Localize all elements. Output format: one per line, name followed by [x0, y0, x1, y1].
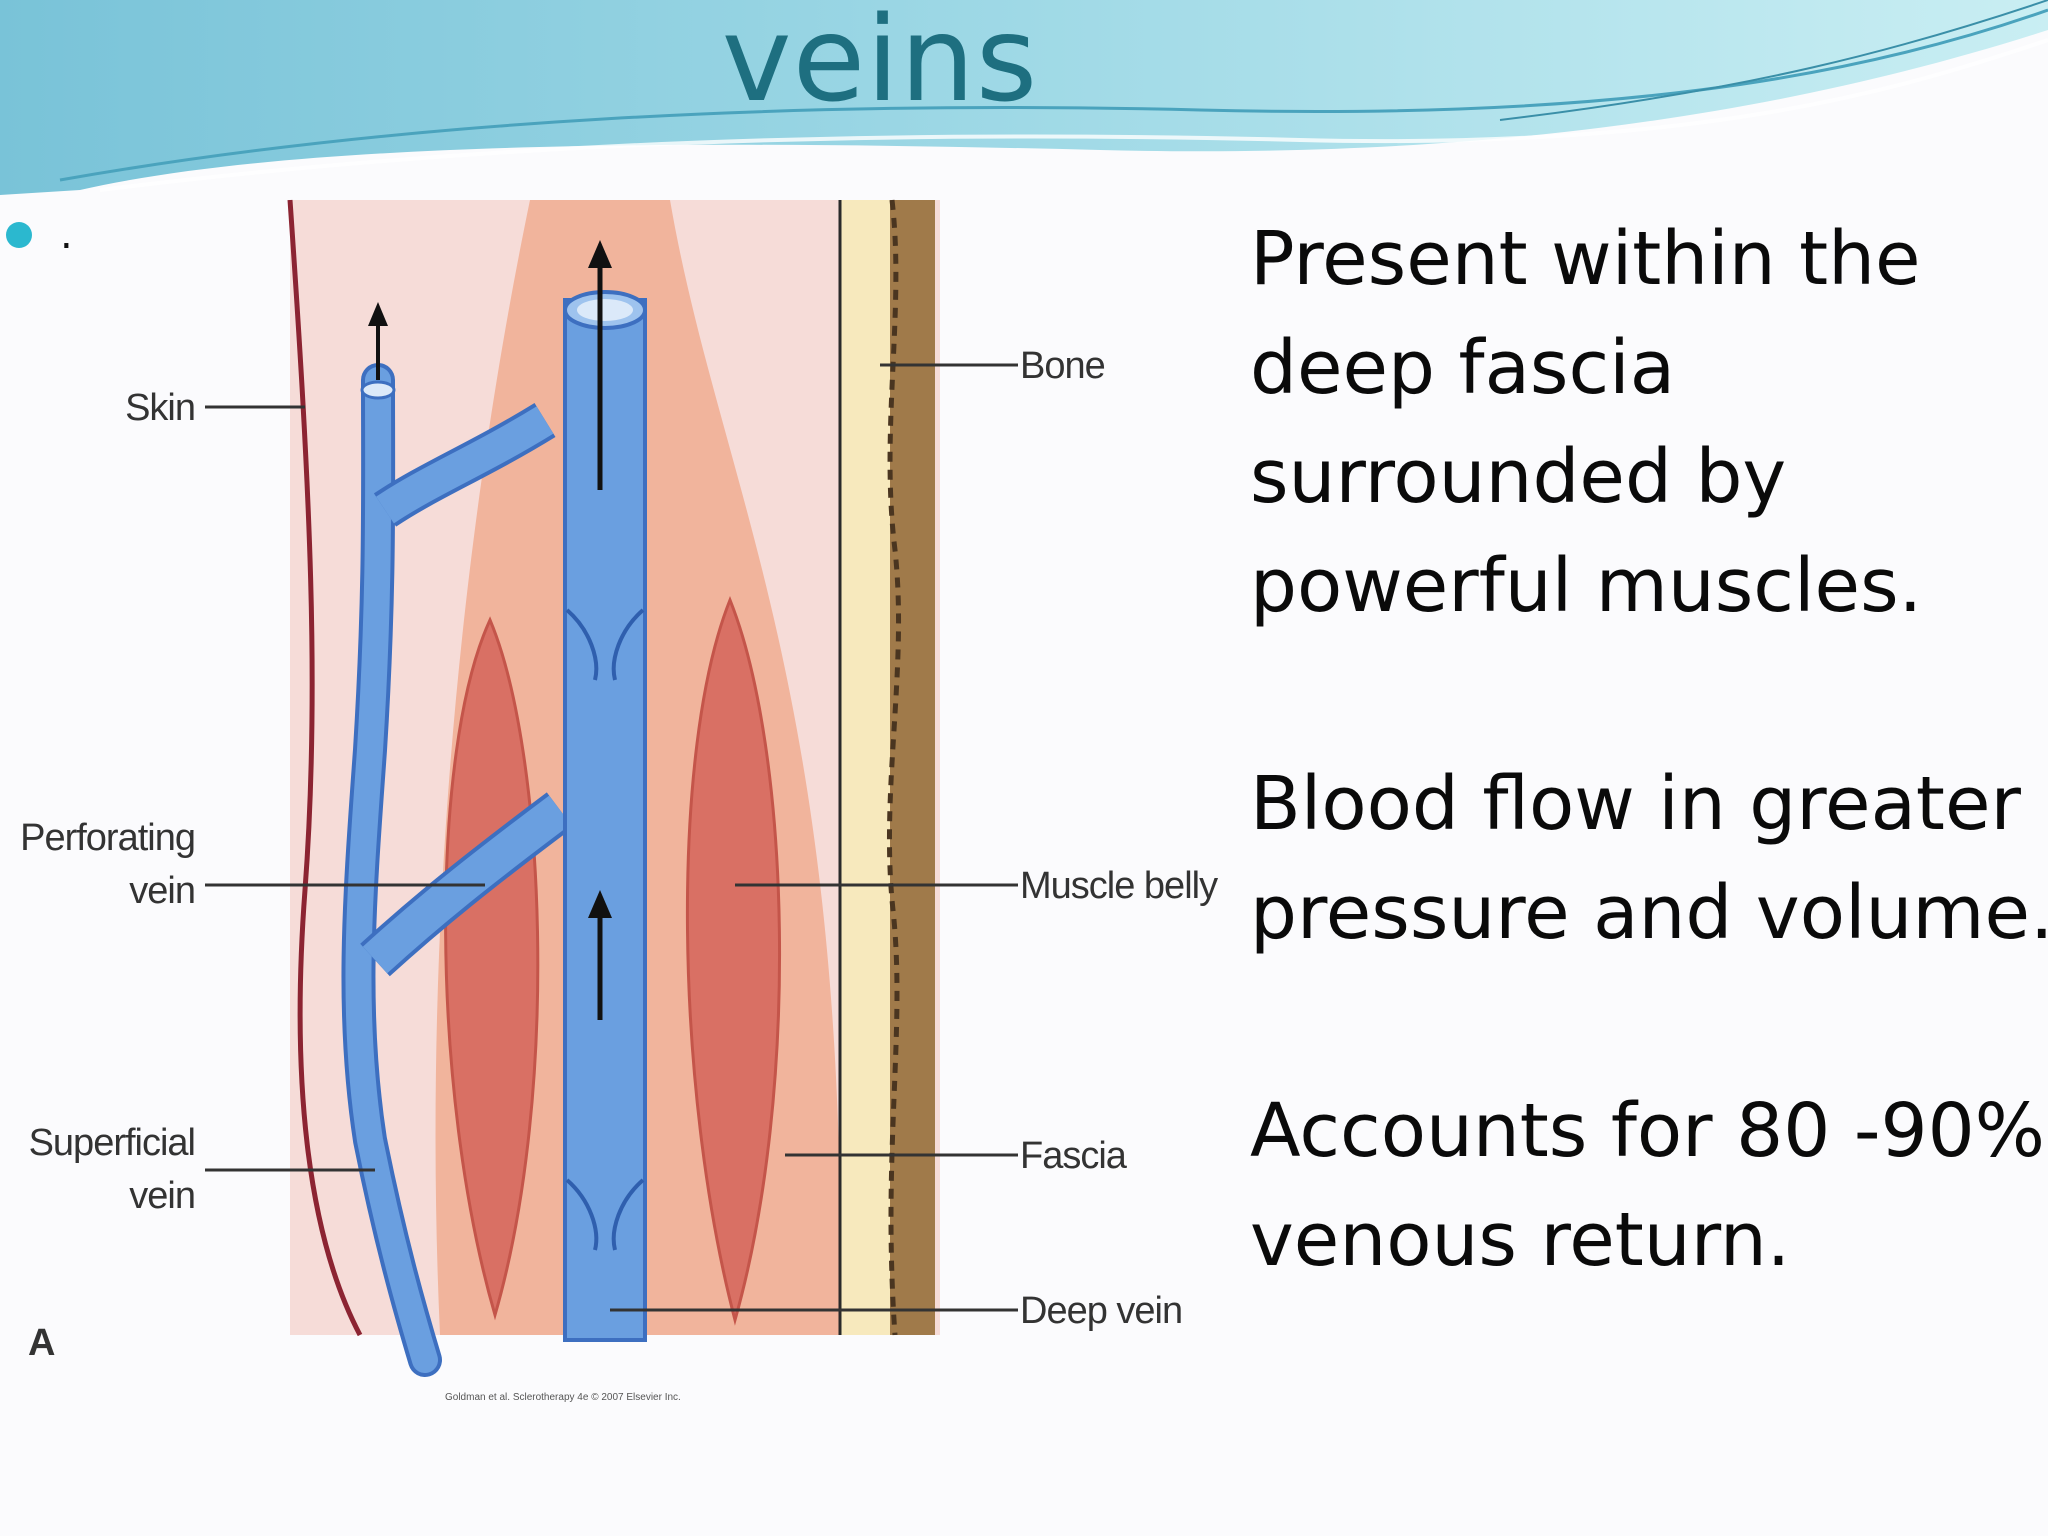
- muscle-belly-right: [685, 595, 782, 1326]
- header-banner: veins: [0, 0, 2048, 200]
- label-muscle-belly: Muscle belly: [1020, 865, 1218, 907]
- diagram-credit: Goldman et al. Sclerotherapy 4e © 2007 E…: [445, 1392, 681, 1403]
- deep-vein-valve: [565, 1178, 599, 1251]
- deep-vein-valve: [611, 608, 645, 681]
- slide-title: veins: [721, 0, 1039, 128]
- text-line: venous return.: [1250, 1197, 1791, 1283]
- header-wave-decoration: [0, 0, 2048, 195]
- label-skin: Skin: [125, 387, 195, 429]
- label-superficial-vein: vein: [129, 1175, 195, 1217]
- label-perforating-vein: vein: [129, 870, 195, 912]
- text-line: pressure and volume.: [1250, 870, 2048, 956]
- bone-cortex: [890, 200, 935, 1335]
- flow-arrowhead: [588, 890, 612, 918]
- bone-strip: [840, 200, 890, 1335]
- text-line: deep fascia: [1250, 325, 1676, 411]
- label-deep-vein: Deep vein: [1020, 1290, 1182, 1332]
- deep-vein-valve: [611, 1178, 645, 1251]
- text-line: Accounts for 80 -90%: [1250, 1088, 2045, 1174]
- skin-line: [287, 199, 363, 1337]
- superficial-vein-lumen: [360, 380, 396, 400]
- superficial-vein: [345, 367, 438, 1373]
- deep-vein-valve: [565, 608, 599, 681]
- bullet-dot-icon: [6, 222, 32, 248]
- deep-vein: [563, 298, 647, 1342]
- text-line: Present within the: [1250, 216, 1921, 302]
- label-bone: Bone: [1020, 345, 1105, 387]
- vein-anatomy-diagram: Skin Perforating vein Superficial vein B…: [0, 190, 1220, 1420]
- perforating-vein-lower: [362, 795, 571, 974]
- text-line: powerful muscles.: [1250, 543, 1923, 629]
- label-perforating: Perforating: [20, 817, 195, 859]
- deep-vein-lumen: [577, 299, 633, 321]
- label-panel: A: [28, 1322, 55, 1364]
- bullet-text: .: [60, 212, 73, 258]
- diagram-canvas: Skin Perforating vein Superficial vein B…: [20, 199, 1219, 1403]
- paragraph-venous-return: Accounts for 80 -90% venous return.: [1250, 1077, 2048, 1295]
- label-superficial: Superficial: [29, 1122, 195, 1164]
- paragraph-blood-flow: Blood flow in greater pressure and volum…: [1250, 750, 2048, 968]
- flow-arrowhead: [368, 302, 388, 326]
- paragraph-location: Present within the deep fascia surrounde…: [1250, 205, 2048, 641]
- text-line: surrounded by: [1250, 434, 1787, 520]
- perforating-vein-upper: [376, 406, 554, 524]
- muscle-belly-left: [444, 616, 540, 1321]
- flow-arrowhead: [588, 240, 612, 268]
- content-text: Present within the deep fascia surrounde…: [1250, 205, 2048, 1295]
- bone-margin: [886, 199, 902, 1336]
- text-line: Blood flow in greater: [1250, 761, 2021, 847]
- label-fascia: Fascia: [1020, 1135, 1128, 1177]
